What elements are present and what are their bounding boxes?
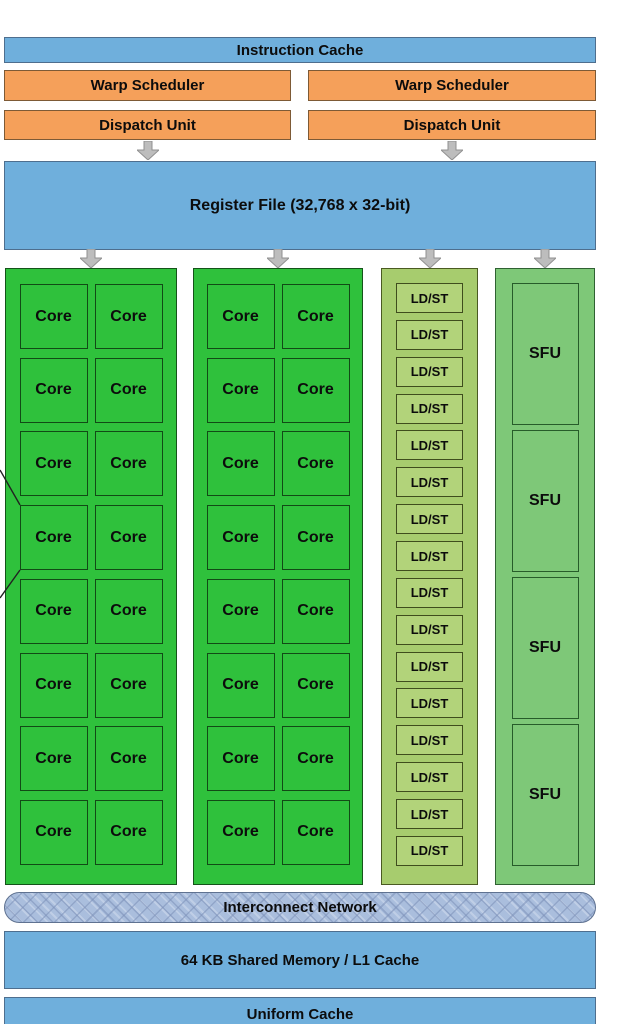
load-store-unit: LD/ST xyxy=(396,651,463,682)
sfu-unit: SFU xyxy=(511,430,579,572)
load-store-unit: LD/ST xyxy=(396,762,463,793)
core-unit: Core xyxy=(206,357,275,423)
core-unit: Core xyxy=(19,505,88,571)
sfu-unit: SFU xyxy=(511,283,579,425)
core-unit: Core xyxy=(206,799,275,865)
down-arrow-icon xyxy=(534,249,556,268)
load-store-unit: LD/ST xyxy=(396,835,463,866)
load-store-unit: LD/ST xyxy=(396,504,463,535)
core-unit: Core xyxy=(281,284,350,349)
load-store-unit: LD/ST xyxy=(396,467,463,498)
warp-scheduler-left-block: Warp Scheduler xyxy=(4,70,291,101)
sfu-unit: SFU xyxy=(511,724,579,866)
down-arrow-icon xyxy=(137,141,159,160)
core-unit: Core xyxy=(94,652,163,718)
load-store-unit: LD/ST xyxy=(396,799,463,830)
core-unit: Core xyxy=(19,431,88,497)
core-unit: Core xyxy=(94,578,163,644)
load-store-unit: LD/ST xyxy=(396,688,463,719)
load-store-unit: LD/ST xyxy=(396,393,463,424)
sfu-unit: SFU xyxy=(511,577,579,719)
down-arrow-icon xyxy=(80,249,102,268)
register-file-block: Register File (32,768 x 32-bit) xyxy=(4,161,596,250)
load-store-unit: LD/ST xyxy=(396,725,463,756)
dispatch-unit-left-block: Dispatch Unit xyxy=(4,110,291,140)
load-store-unit: LD/ST xyxy=(396,356,463,387)
core-unit: Core xyxy=(206,652,275,718)
load-store-unit: LD/ST xyxy=(396,614,463,645)
core-unit: Core xyxy=(94,505,163,571)
core-unit: Core xyxy=(94,799,163,865)
core-unit: Core xyxy=(94,357,163,423)
uniform-cache-block: Uniform Cache xyxy=(4,997,596,1024)
core-unit: Core xyxy=(281,726,350,792)
core-unit: Core xyxy=(206,284,275,349)
load-store-unit: LD/ST xyxy=(396,430,463,461)
interconnect-network-block: Interconnect Network xyxy=(4,892,596,923)
core-unit: Core xyxy=(281,505,350,571)
shared-memory-l1-cache-block: 64 KB Shared Memory / L1 Cache xyxy=(4,931,596,989)
core-unit: Core xyxy=(281,799,350,865)
instruction-cache-block: Instruction Cache xyxy=(4,37,596,63)
core-unit: Core xyxy=(94,284,163,349)
load-store-unit: LD/ST xyxy=(396,319,463,350)
core-unit: Core xyxy=(19,357,88,423)
load-store-unit: LD/ST xyxy=(396,577,463,608)
core-unit: Core xyxy=(19,578,88,644)
down-arrow-icon xyxy=(419,249,441,268)
core-unit: Core xyxy=(206,726,275,792)
load-store-unit: LD/ST xyxy=(396,283,463,313)
down-arrow-icon xyxy=(441,141,463,160)
load-store-unit: LD/ST xyxy=(396,541,463,572)
core-unit: Core xyxy=(281,357,350,423)
core-unit: Core xyxy=(19,652,88,718)
core-unit: Core xyxy=(206,431,275,497)
load-store-column: LD/ST LD/ST LD/ST LD/ST LD/ST LD/ST LD/ST LD/ST… xyxy=(381,268,478,885)
core-unit: Core xyxy=(206,578,275,644)
core-unit: Core xyxy=(281,652,350,718)
warp-scheduler-right-block: Warp Scheduler xyxy=(308,70,596,101)
core-unit: Core xyxy=(281,578,350,644)
core-unit: Core xyxy=(19,799,88,865)
core-unit: Core xyxy=(206,505,275,571)
down-arrow-icon xyxy=(267,249,289,268)
core-unit: Core xyxy=(19,726,88,792)
core-unit: Core xyxy=(281,431,350,497)
core-unit: Core xyxy=(19,284,88,349)
dispatch-unit-right-block: Dispatch Unit xyxy=(308,110,596,140)
core-unit: Core xyxy=(94,726,163,792)
core-unit: Core xyxy=(94,431,163,497)
